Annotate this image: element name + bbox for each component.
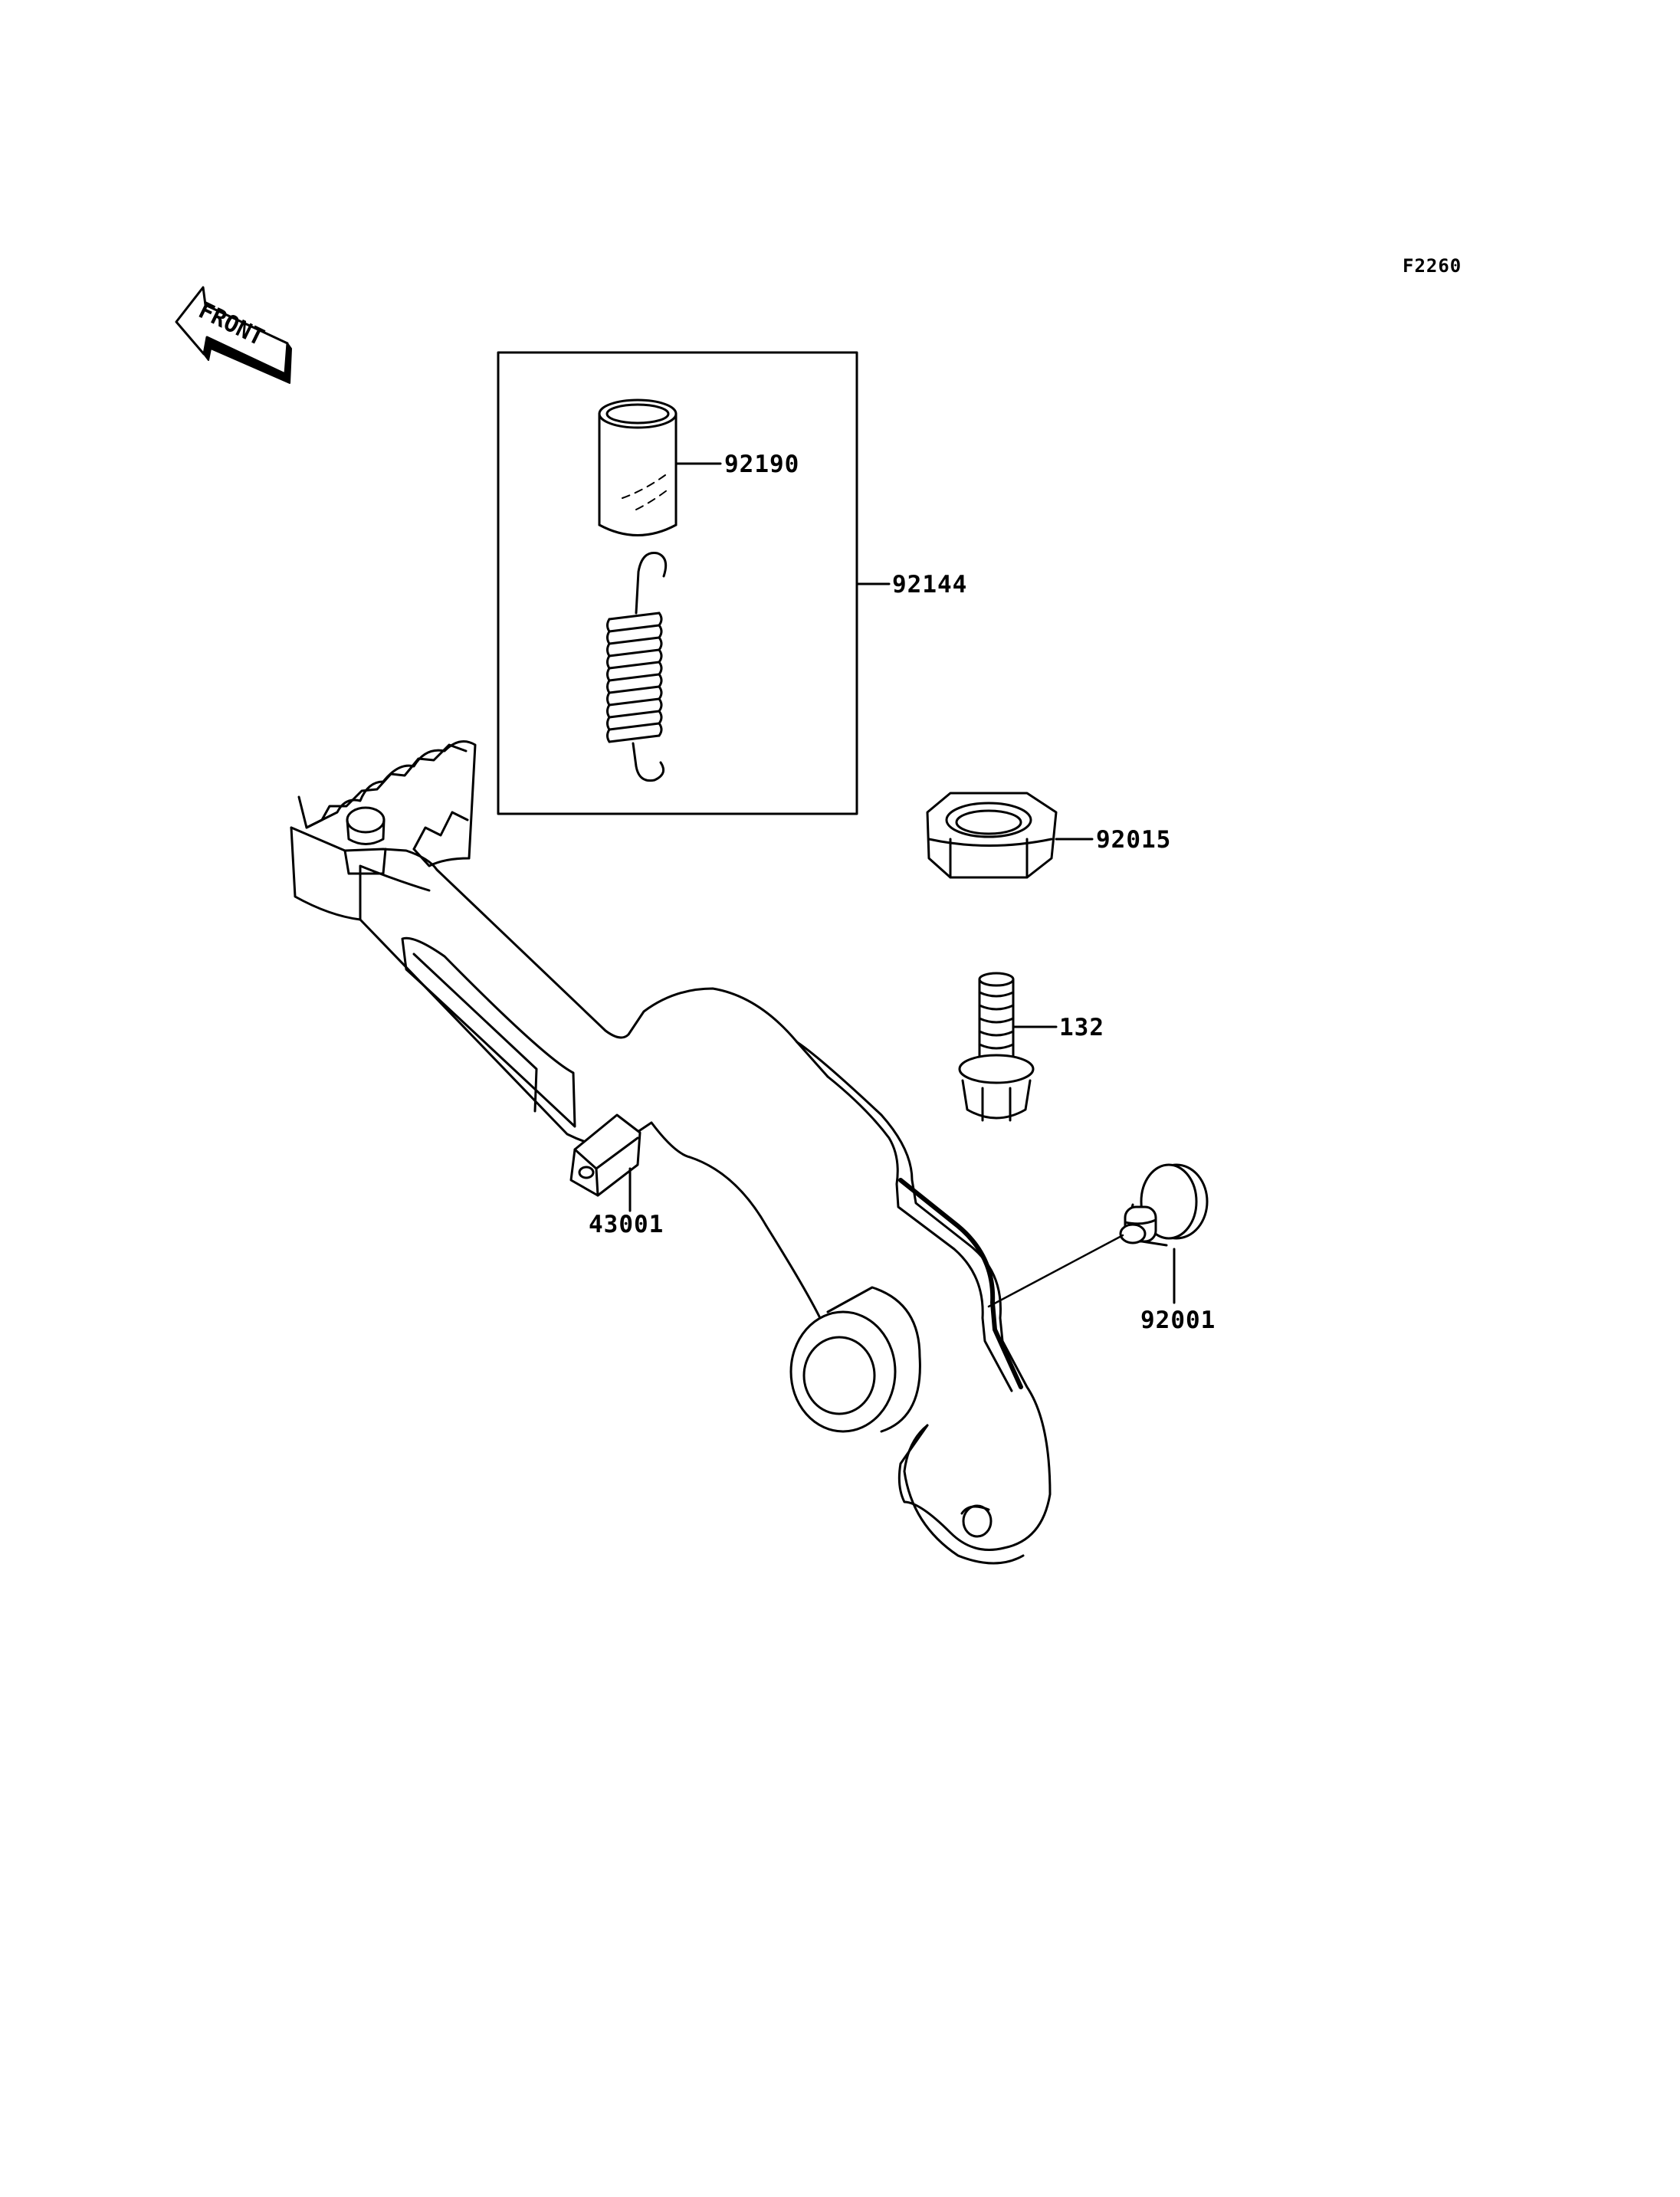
- figure-code: F2260: [1403, 255, 1462, 277]
- part-number-92190[interactable]: 92190: [724, 451, 800, 478]
- return-spring: [606, 552, 668, 782]
- flange-bolt: [958, 972, 1035, 1122]
- pipe-sleeve: [598, 398, 678, 536]
- part-number-92015[interactable]: 92015: [1096, 826, 1172, 854]
- brake-pedal: [290, 740, 1052, 1565]
- part-number-132[interactable]: 132: [1059, 1014, 1104, 1041]
- front-arrow-icon: FRONT: [175, 286, 292, 384]
- part-number-92144[interactable]: 92144: [892, 571, 968, 598]
- pivot-pin: [1119, 1163, 1209, 1247]
- spring-kit-box: [497, 351, 858, 815]
- hex-nut: [926, 792, 1058, 879]
- part-number-43001[interactable]: 43001: [589, 1211, 664, 1238]
- part-number-92001[interactable]: 92001: [1140, 1307, 1216, 1334]
- pin-axis-line: [987, 1234, 1124, 1308]
